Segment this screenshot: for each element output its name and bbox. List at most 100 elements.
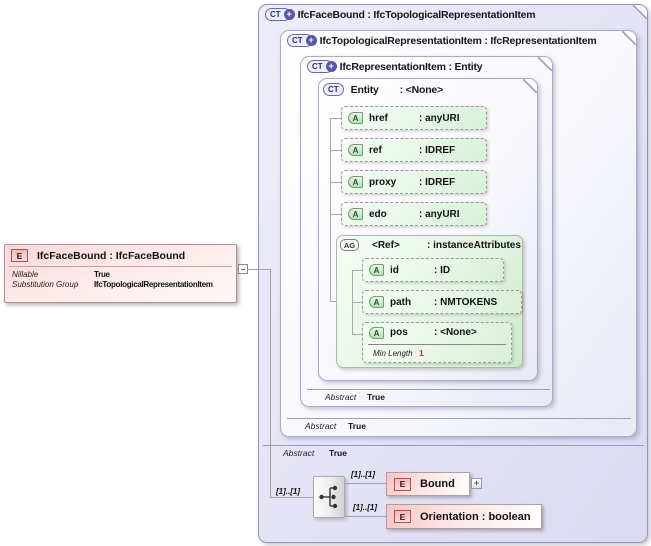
- attribute-href[interactable]: A href : anyURI: [341, 106, 487, 130]
- attribute-name: proxy: [369, 176, 397, 188]
- property-value: True: [94, 270, 110, 279]
- element-icon: E: [394, 510, 411, 523]
- attribute-name: pos: [390, 327, 408, 338]
- element-ifcfacebound[interactable]: E IfcFaceBound : IfcFaceBound Nillable T…: [4, 244, 237, 303]
- ct-icon-label: CT: [312, 62, 323, 71]
- node-name: Entity: [350, 83, 379, 96]
- attribute-pos[interactable]: A pos : <None> Min Length 1: [362, 322, 512, 363]
- element-icon: E: [394, 477, 411, 491]
- node-title: IfcFaceBound : IfcTopologicalRepresentat…: [297, 8, 536, 21]
- facet-label: Min Length: [373, 349, 413, 358]
- fold-corner-icon: [538, 57, 552, 71]
- plus-circle-icon: +: [283, 9, 295, 20]
- complex-type-icon: CT: [323, 83, 344, 96]
- element-icon: E: [11, 249, 28, 262]
- attribute-name: path: [390, 296, 412, 308]
- attribute-type: : <None>: [434, 327, 477, 338]
- attribute-icon: A: [369, 327, 384, 339]
- sequence-glyph: [319, 485, 338, 509]
- attribute-type: : anyURI: [419, 208, 460, 220]
- complex-type-plus-icon: CT +: [265, 8, 295, 21]
- property-value: IfcTopologicalRepresentationItem: [94, 280, 213, 289]
- attribute-edo[interactable]: A edo : anyURI: [341, 202, 487, 226]
- attribute-icon: A: [348, 144, 363, 156]
- attribute-group-icon: AG: [340, 239, 359, 251]
- abstract-value: True: [329, 448, 347, 458]
- sequence-compositor-icon[interactable]: [313, 476, 345, 518]
- element-label: Orientation : boolean: [420, 510, 531, 523]
- abstract-label: Abstract: [283, 448, 315, 458]
- element-label: Bound: [420, 478, 455, 490]
- tree-line: [352, 302, 362, 303]
- attribute-icon: A: [369, 296, 384, 308]
- attribute-path[interactable]: A path : NMTOKENS: [362, 290, 522, 314]
- tree-line: [352, 270, 362, 271]
- tree-line: [330, 301, 336, 302]
- element-orientation[interactable]: E Orientation : boolean: [386, 504, 542, 529]
- connector-line: [345, 516, 386, 517]
- fold-corner-icon: [633, 5, 647, 19]
- cardinality-label: [1]..[1]: [351, 470, 375, 479]
- tree-line: [330, 118, 341, 119]
- property-label: Substitution Group: [12, 280, 79, 289]
- fold-corner-icon: [523, 79, 537, 93]
- cardinality-label: [1]..[1]: [276, 487, 300, 496]
- connector-line: [345, 483, 386, 484]
- attribute-id[interactable]: A id : ID: [362, 258, 504, 282]
- attribute-proxy[interactable]: A proxy : IDREF: [341, 170, 487, 194]
- facet-divider: [368, 344, 506, 345]
- tree-line: [330, 182, 341, 183]
- element-bound[interactable]: E Bound: [386, 472, 470, 496]
- node-title: IfcRepresentationItem : Entity: [339, 60, 483, 73]
- cardinality-label: [1]..[1]: [353, 503, 377, 512]
- connector-line: [270, 269, 271, 497]
- plus-circle-icon: +: [305, 35, 317, 46]
- tree-line: [352, 334, 362, 335]
- connector-line: [270, 497, 313, 498]
- attribute-ref[interactable]: A ref : IDREF: [341, 138, 487, 162]
- attribute-name: edo: [369, 208, 387, 220]
- abstract-row: Abstract True: [307, 389, 550, 402]
- abstract-row: Abstract True: [263, 445, 644, 458]
- attribute-group-type: : instanceAttributes: [427, 239, 521, 251]
- attribute-icon: A: [348, 112, 363, 124]
- complex-type-plus-icon: CT +: [287, 34, 317, 47]
- facet-value: 1: [419, 348, 424, 358]
- attribute-name: ref: [369, 144, 382, 156]
- attribute-type: : IDREF: [419, 176, 456, 188]
- divider: [9, 266, 232, 267]
- property-row: Substitution Group IfcTopologicalReprese…: [5, 279, 236, 289]
- attribute-name: id: [390, 264, 399, 276]
- attribute-group-name: <Ref>: [372, 239, 400, 251]
- attribute-name: href: [369, 112, 388, 124]
- abstract-label: Abstract: [325, 392, 357, 402]
- attribute-icon: A: [348, 176, 363, 188]
- element-title: IfcFaceBound : IfcFaceBound: [37, 249, 186, 262]
- tree-line: [330, 214, 341, 215]
- attribute-type: : anyURI: [419, 112, 460, 124]
- complex-type-plus-icon: CT +: [307, 60, 337, 73]
- tree-line: [330, 118, 331, 302]
- attribute-type: : IDREF: [419, 144, 456, 156]
- attribute-icon: A: [369, 264, 384, 276]
- attribute-icon: A: [348, 208, 363, 220]
- abstract-value: True: [367, 392, 385, 402]
- ct-icon-label: CT: [292, 36, 303, 45]
- connector-line: [237, 269, 270, 270]
- ct-icon-label: CT: [270, 10, 281, 19]
- node-title: IfcTopologicalRepresentationItem : IfcRe…: [319, 34, 597, 47]
- expand-button[interactable]: +: [471, 478, 482, 489]
- property-label: Nillable: [12, 270, 39, 279]
- fold-corner-icon: [622, 31, 636, 45]
- tree-line: [330, 150, 341, 151]
- abstract-row: Abstract True: [287, 418, 631, 431]
- attribute-type: : NMTOKENS: [434, 296, 498, 308]
- abstract-value: True: [348, 421, 366, 431]
- plus-circle-icon: +: [325, 61, 337, 72]
- node-type: : <None>: [399, 83, 444, 96]
- attribute-type: : ID: [434, 264, 451, 276]
- abstract-label: Abstract: [305, 421, 337, 431]
- collapse-handle[interactable]: [238, 264, 248, 274]
- ct-icon-label: CT: [328, 85, 339, 94]
